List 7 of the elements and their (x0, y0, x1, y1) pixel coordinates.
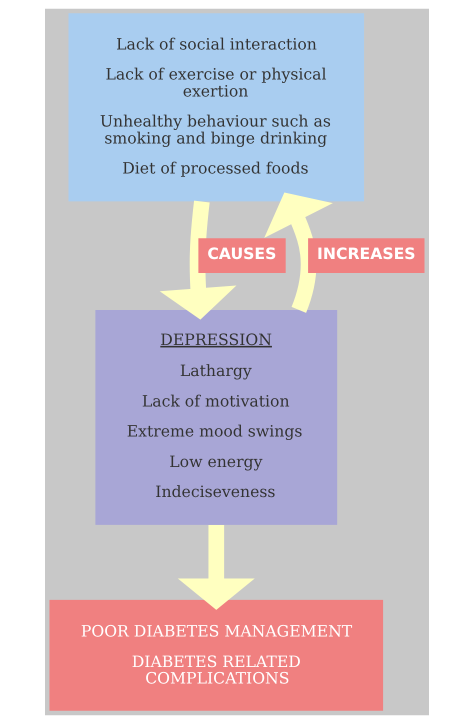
arrow (160, 200, 236, 320)
node-box: DEPRESSION Lathargy Lack of motivation Extreme mood swings Low energy Indeciseveness (95, 310, 338, 525)
edge-label: INCREASES (317, 244, 416, 264)
edge-label: CAUSES (207, 244, 276, 264)
node-box: Lack of social interaction Lack of exercise or physical exertion Unhealthy behaviour such as smoking and binge drinking Diet of processed foods (68, 13, 364, 202)
arrow (178, 525, 255, 610)
node-box: POOR DIABETES MANAGEMENT DIABETES RELATED COMPLICATIONS (49, 600, 384, 711)
